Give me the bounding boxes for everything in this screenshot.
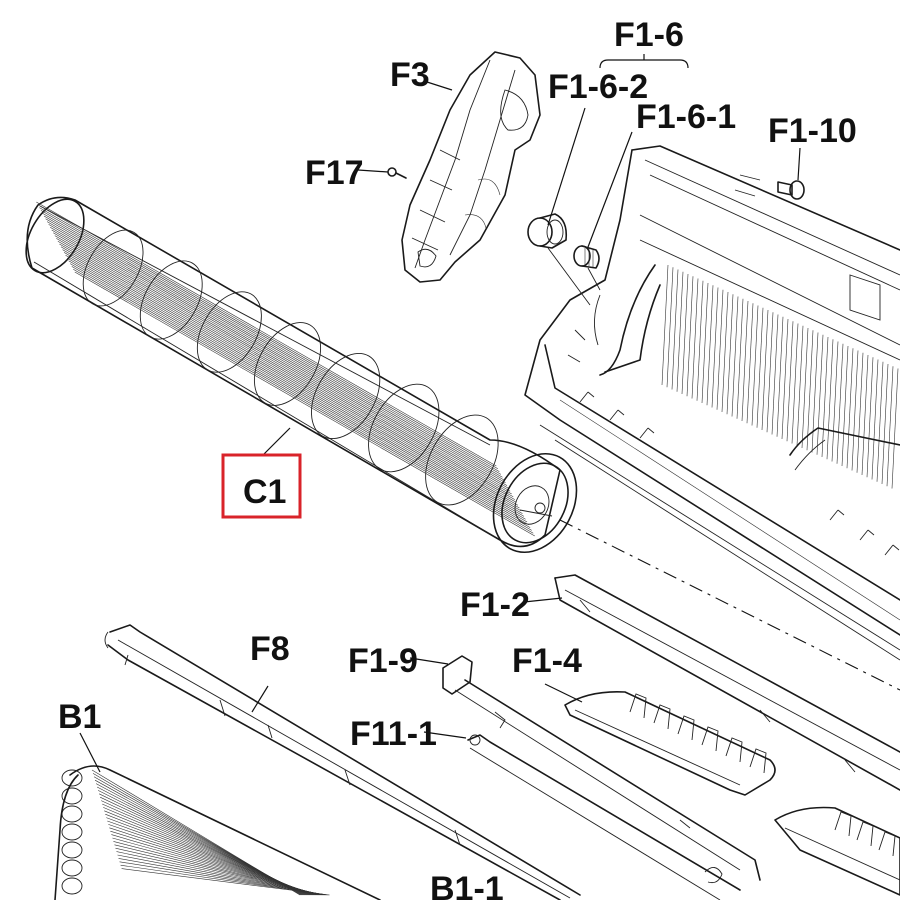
louver-crank-part-f1-4-right[interactable] bbox=[774, 806, 900, 896]
label-f8[interactable]: F8 bbox=[250, 630, 290, 668]
bearing-holder-bracket-part[interactable] bbox=[401, 51, 541, 283]
leader-lines bbox=[79, 54, 801, 773]
leader-f17 bbox=[357, 169, 389, 173]
fan-axis-line bbox=[559, 519, 900, 691]
leader-f1-2 bbox=[523, 597, 563, 603]
louver-rail-part-f1-2[interactable] bbox=[554, 574, 900, 791]
evaporator-coil-part-b1[interactable] bbox=[54, 765, 381, 900]
leader-f3 bbox=[426, 81, 453, 91]
louver-bracket-part-f1-9[interactable] bbox=[442, 655, 761, 881]
leader-f1-4 bbox=[544, 683, 583, 703]
indoor-unit-chassis-part[interactable] bbox=[524, 145, 900, 661]
c1-highlight-box bbox=[221, 453, 302, 519]
label-f1-4[interactable]: F1-4 bbox=[512, 642, 582, 680]
drive-rod-part-f11-1[interactable] bbox=[467, 734, 741, 900]
label-f1-6-2[interactable]: F1-6-2 bbox=[548, 68, 648, 106]
leader-f11-1 bbox=[423, 731, 467, 739]
label-b1[interactable]: B1 bbox=[58, 698, 101, 736]
label-f11-1[interactable]: F11-1 bbox=[350, 715, 437, 753]
leader-c1 bbox=[261, 427, 291, 457]
label-f1-9[interactable]: F1-9 bbox=[348, 642, 418, 680]
label-f1-10[interactable]: F1-10 bbox=[768, 112, 857, 150]
f1-6-bracket bbox=[599, 54, 689, 69]
leader-f1-9 bbox=[409, 657, 449, 665]
connector-f1-6 bbox=[547, 247, 601, 306]
label-b1-1[interactable]: B1-1 bbox=[430, 870, 504, 900]
bearing-bush-part-f1-6-1[interactable] bbox=[573, 245, 600, 269]
leader-b1 bbox=[79, 732, 101, 773]
label-f1-6-1[interactable]: F1-6-1 bbox=[636, 98, 736, 136]
leader-f1-10 bbox=[797, 147, 801, 181]
label-c1[interactable]: C1 bbox=[243, 473, 286, 511]
screw-part-f1-10[interactable] bbox=[777, 180, 805, 200]
leader-f1-6-2 bbox=[547, 107, 586, 226]
long-rail-part-f8[interactable] bbox=[104, 624, 581, 900]
cross-flow-fan-part[interactable] bbox=[14, 189, 593, 566]
bearing-part-f1-6-2[interactable] bbox=[527, 213, 568, 249]
leader-f8 bbox=[251, 685, 269, 713]
leader-f1-6-1 bbox=[587, 131, 633, 248]
louver-crank-part-f1-4[interactable] bbox=[564, 690, 776, 796]
screw-part-f17[interactable] bbox=[387, 167, 407, 179]
label-f1-2[interactable]: F1-2 bbox=[460, 586, 530, 624]
label-f3[interactable]: F3 bbox=[390, 56, 430, 94]
label-f17[interactable]: F17 bbox=[305, 154, 364, 192]
label-f1-6[interactable]: F1-6 bbox=[614, 16, 684, 54]
